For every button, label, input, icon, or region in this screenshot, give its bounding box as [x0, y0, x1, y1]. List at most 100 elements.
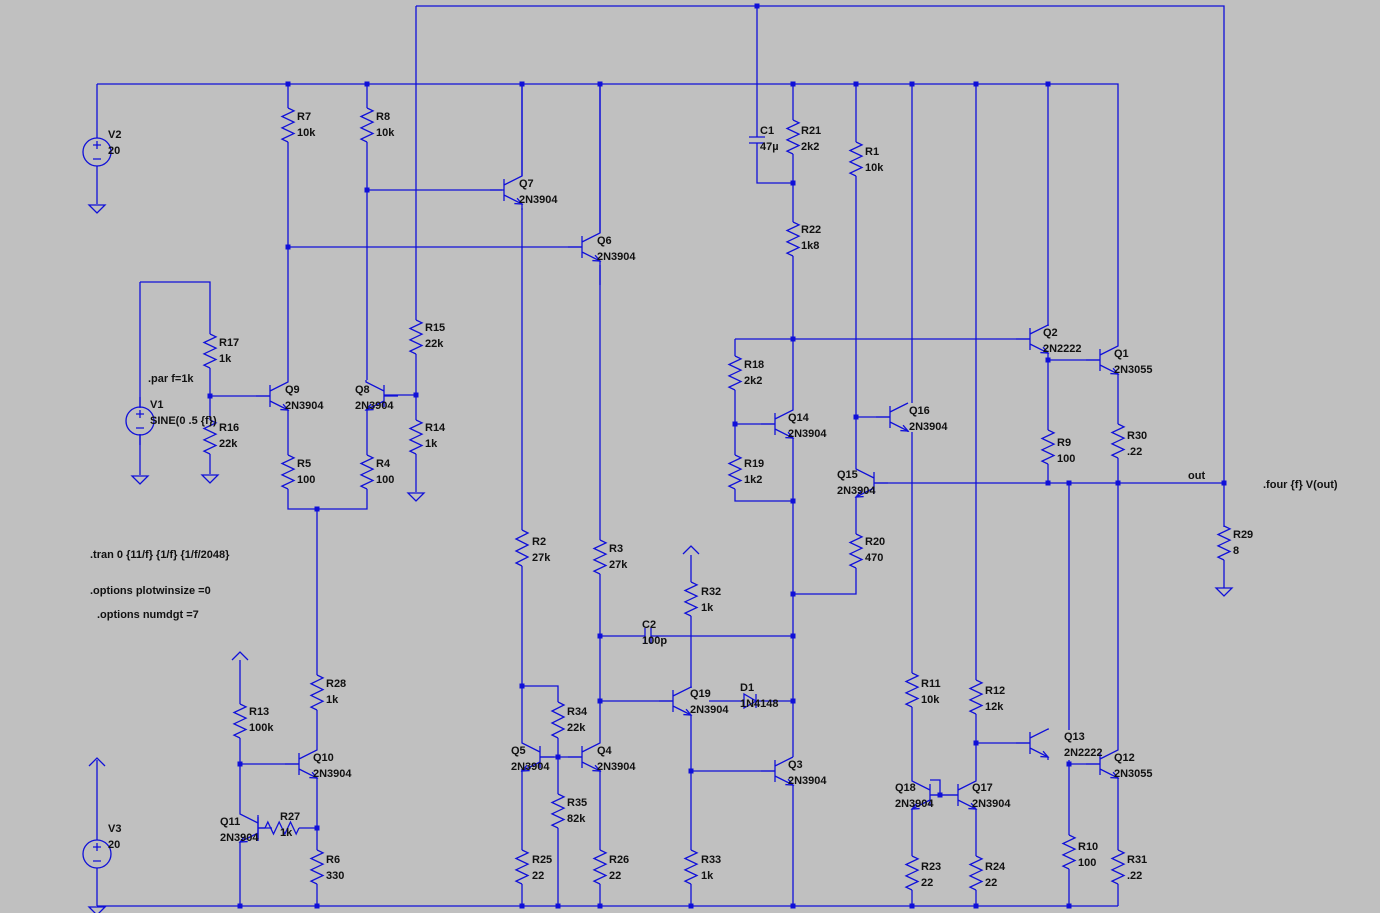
emitter-arrow: [364, 403, 374, 411]
capacitor-c1: [749, 130, 765, 150]
q12-ref: Q12: [1114, 752, 1135, 764]
q5-ref: Q5: [511, 745, 526, 757]
r11-ref: R11: [921, 678, 941, 690]
r18-value: 2k2: [744, 375, 762, 387]
resistor-r21: [785, 119, 801, 155]
resistor-r32: [683, 581, 699, 617]
net-label-out: out: [1188, 470, 1205, 482]
r28-value: 1k: [326, 694, 339, 706]
c2-ref: C2: [642, 619, 656, 631]
r34-top: [522, 685, 559, 702]
r4-value: 100: [376, 474, 394, 486]
junction-dot: [790, 591, 796, 597]
junction-dot: [314, 903, 320, 909]
emitter-arrow: [592, 764, 602, 772]
capacitor-c2: [641, 628, 655, 644]
r14-ref: R14: [425, 422, 446, 434]
emitter-arrow: [238, 835, 248, 843]
junction-dot: [364, 81, 370, 87]
emitter-arrow: [520, 764, 530, 772]
ground-symbol: [406, 492, 426, 502]
q14-value: 2N3904: [788, 428, 827, 440]
r25-value: 22: [532, 870, 544, 882]
transistor-q2: [1016, 323, 1049, 354]
emitter-arrow: [514, 197, 524, 205]
q19-ref: Q19: [690, 688, 711, 700]
q13-ref: Q13: [1064, 731, 1085, 743]
junction-dot: [754, 3, 760, 9]
r29-value: 8: [1233, 545, 1239, 557]
transistor-q17: [944, 780, 977, 812]
ground-symbol: [200, 474, 220, 484]
resistor-r29: [1216, 525, 1232, 561]
junction-dot: [597, 633, 603, 639]
q18-value: 2N3904: [895, 798, 934, 810]
q10-value: 2N3904: [313, 768, 352, 780]
resistor-r12: [968, 679, 984, 715]
q19-value: 2N3904: [690, 704, 729, 716]
r31-value: .22: [1127, 870, 1142, 882]
q1-ref: Q1: [1114, 348, 1129, 360]
resistor-r18: [727, 355, 743, 391]
resistor-r16: [202, 419, 218, 455]
resistor-r15: [408, 319, 424, 355]
junction-dot: [364, 187, 370, 193]
r33-ref: R33: [701, 854, 721, 866]
junction-dot: [973, 740, 979, 746]
resistor-r9: [1040, 429, 1056, 465]
q15-ref: Q15: [837, 469, 858, 481]
q7-ref: Q7: [519, 178, 534, 190]
q14-ref: Q14: [788, 412, 810, 424]
q10-ref: Q10: [313, 752, 334, 764]
r26-ref: R26: [609, 854, 629, 866]
emitter-arrow: [683, 708, 693, 716]
resistor-r11: [904, 672, 920, 708]
junction-dot: [237, 761, 243, 767]
junction-dot: [1066, 480, 1072, 486]
junction-dot: [853, 414, 859, 420]
junction-dot: [519, 903, 525, 909]
r32-ref: R32: [701, 586, 721, 598]
r15-value: 22k: [425, 338, 444, 350]
r28-ref: R28: [326, 678, 346, 690]
r2-ref: R2: [532, 536, 546, 548]
r5-value: 100: [297, 474, 315, 486]
r14-value: 1k: [425, 438, 438, 450]
junction-dot: [973, 81, 979, 87]
r1-value: 10k: [865, 162, 884, 174]
junction-dot: [973, 903, 979, 909]
r1-ref: R1: [865, 146, 879, 158]
r17-ref: R17: [219, 337, 239, 349]
r34-ref: R34: [567, 706, 588, 718]
r18-ref: R18: [744, 359, 764, 371]
resistor-r13: [232, 703, 248, 739]
v1-ref: V1: [150, 399, 163, 411]
resistor-r24: [968, 855, 984, 891]
c1-bottom: [756, 150, 793, 184]
transistor-q15: [855, 465, 888, 498]
r17-value: 1k: [219, 353, 232, 365]
tail-wire: [287, 489, 368, 510]
r10-value: 100: [1078, 857, 1096, 869]
r35-value: 82k: [567, 813, 586, 825]
junction-dot: [314, 825, 320, 831]
ground-symbol: [87, 204, 107, 214]
q1-value: 2N3055: [1114, 364, 1153, 376]
junction-dot: [519, 683, 525, 689]
r30-value: .22: [1127, 446, 1142, 458]
r22-ref: R22: [801, 224, 821, 236]
r7-ref: R7: [297, 111, 311, 123]
emitter-arrow: [309, 771, 319, 779]
junction-dot: [732, 421, 738, 427]
q6-value: 2N3904: [597, 251, 636, 263]
resistor-r1: [848, 141, 864, 177]
r3-ref: R3: [609, 543, 623, 555]
junction-dot: [285, 244, 291, 250]
supply-arrow-symbol: [231, 651, 249, 661]
junction-dot: [1045, 357, 1051, 363]
junction-dot: [555, 903, 561, 909]
r13-ref: R13: [249, 706, 269, 718]
directive-plotwinsize: .options plotwinsize =0: [90, 585, 211, 597]
transistor-q16: [876, 402, 909, 432]
